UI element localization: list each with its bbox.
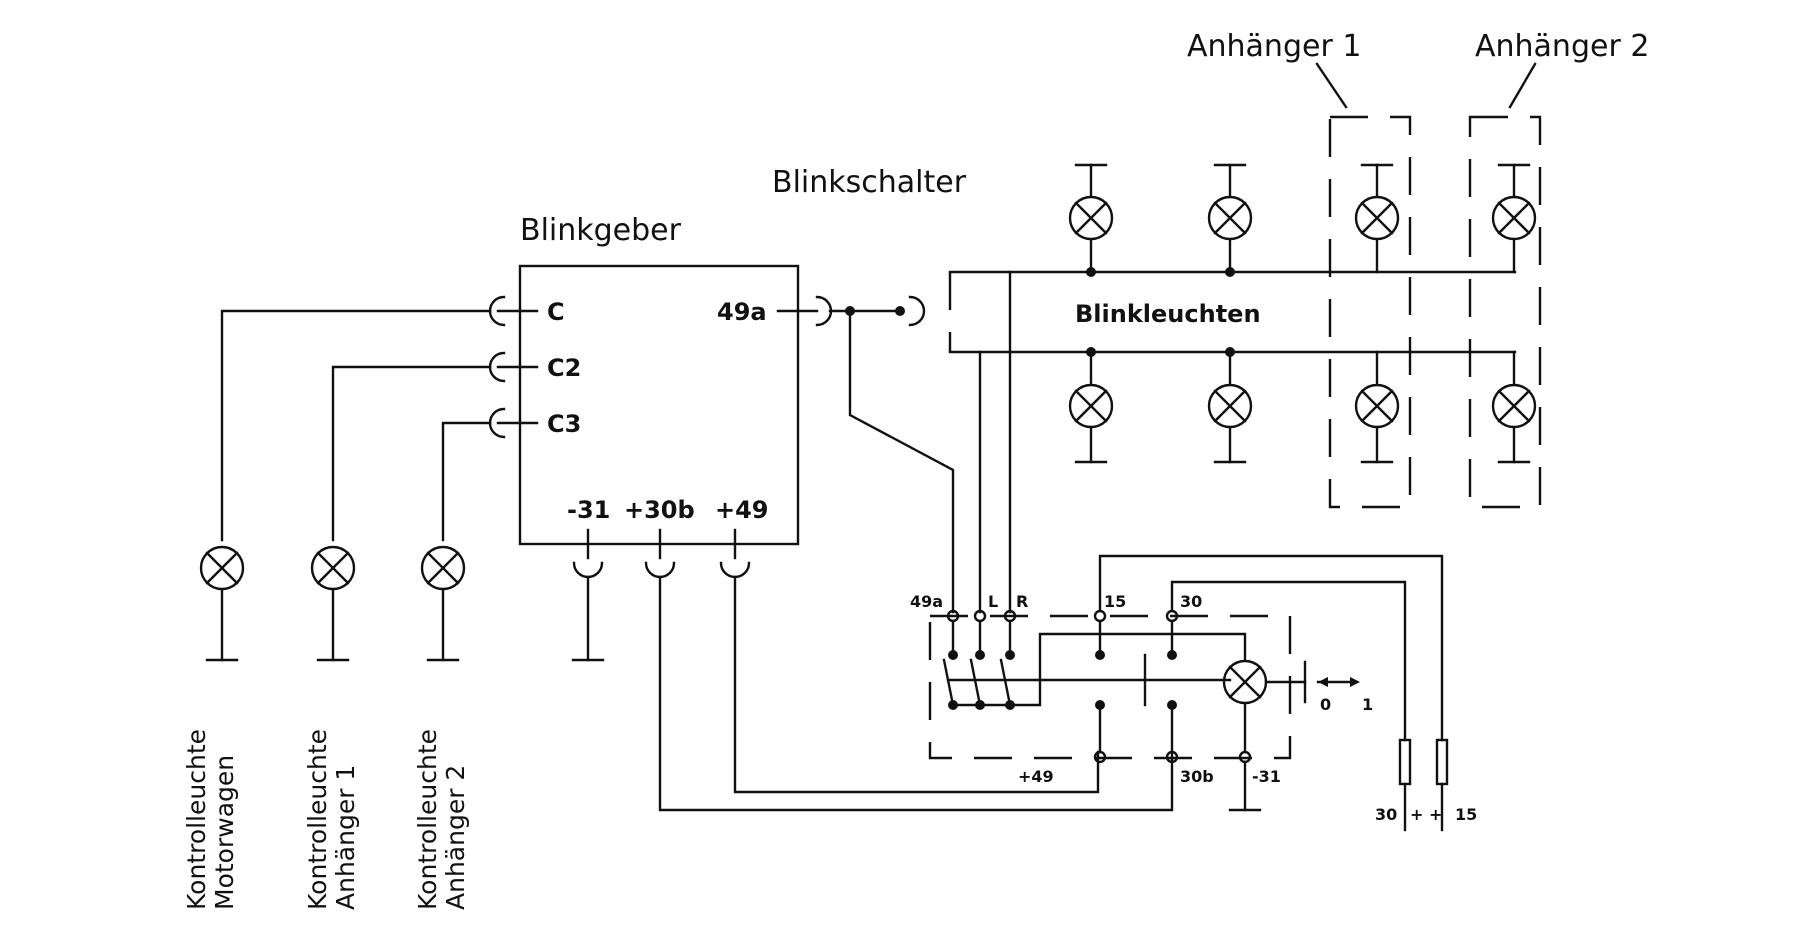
anhaenger1-box [1328,115,1412,509]
blinkleuchte-top-3 [1354,163,1400,274]
blinkleuchte-top-4 [1491,163,1537,274]
term-c2: C2 [547,354,581,382]
blinkleuchte-bottom-1 [1068,347,1114,464]
blinkschalter-title: Blinkschalter [772,165,967,200]
svg-text:Kontrolleuchte: Kontrolleuchte [303,729,332,910]
label-motorwagen: Kontrolleuchte Motorwagen [182,729,239,910]
blinkleuchten-title: Blinkleuchten [1075,300,1261,328]
leader-line-2 [1508,62,1537,109]
term-c: C [547,298,565,326]
term-c3: C3 [547,410,581,438]
term-30b: +30b [624,496,695,524]
fuse-plus-labels: + + [1410,805,1442,824]
connector-49 [719,528,1100,794]
label-anhaenger2: Kontrolleuchte Anhänger 2 [413,729,470,910]
connector-c3 [441,407,539,542]
anhaenger2-box [1468,115,1542,509]
sw-term-30b: 30b [1180,767,1214,786]
indicator-lamp-anhaenger2 [420,545,466,662]
blinkleuchte-bottom-3 [1354,350,1400,464]
fuse-15: 15 [1098,554,1477,832]
sw-term-30: 30 [1180,592,1202,611]
connector-31 [571,528,605,662]
sw-term-15: 15 [1104,592,1126,611]
blinkgeber-title: Blinkgeber [520,213,682,248]
term-49a: 49a [717,298,767,326]
indicator-lamp-motorwagen [199,545,245,662]
blinkleuchte-bottom-2 [1207,347,1253,464]
svg-text:Motorwagen: Motorwagen [210,755,239,910]
connector-c2 [331,351,539,542]
leader-line-1 [1315,62,1348,109]
sw-term-49: +49 [1018,767,1054,786]
switch-unit: 49a L R 15 30 +49 30b -31 0 1 [910,592,1373,812]
sw-term-49a: 49a [910,592,943,611]
sw-pos-0: 0 [1320,695,1331,714]
sw-term-r: R [1016,592,1028,611]
blinkleuchte-top-2 [1207,163,1253,277]
blinkleuchte-bottom-4 [1491,350,1537,464]
svg-text:Anhänger 1: Anhänger 1 [331,765,360,910]
anhaenger1-title: Anhänger 1 [1187,29,1361,64]
svg-text:15: 15 [1455,805,1477,824]
indicator-lamp-anhaenger1 [310,545,356,662]
connector-c [220,295,539,542]
svg-text:Kontrolleuchte: Kontrolleuchte [182,729,211,910]
anhaenger2-title: Anhänger 2 [1475,29,1649,64]
label-anhaenger1: Kontrolleuchte Anhänger 1 [303,729,360,910]
connector-30b [644,528,1174,812]
connector-49a-out [776,295,955,614]
sw-term-l: L [988,592,998,611]
sw-pos-1: 1 [1362,695,1373,714]
term-31: -31 [567,496,610,524]
svg-text:Kontrolleuchte: Kontrolleuchte [413,729,442,910]
fuse-30: 30 [1170,580,1412,832]
svg-text:30: 30 [1375,805,1397,824]
sw-term-31: -31 [1252,767,1281,786]
term-49: +49 [715,496,769,524]
blinkleuchte-top-1 [1068,163,1114,277]
svg-text:Anhänger 2: Anhänger 2 [441,765,470,910]
